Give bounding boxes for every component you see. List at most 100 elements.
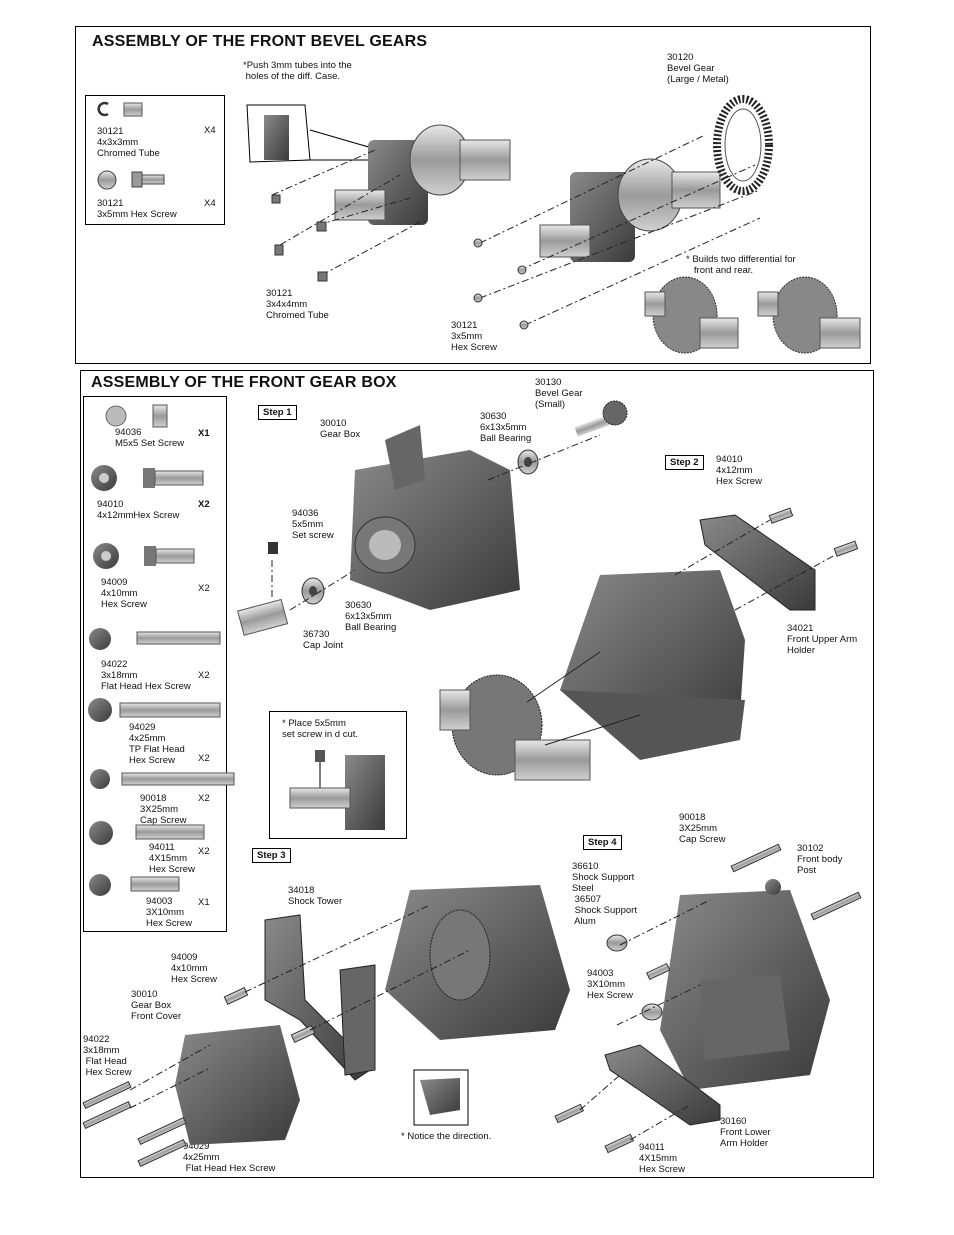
shock-support-label: 36610 Shock Support Steel 36507 Shock Su… [572,861,637,927]
part-qty: X2 [198,793,210,804]
step-3-badge: Step 3 [252,848,291,863]
tube-icon [97,101,143,117]
lower-arm-holder-icon [604,1044,721,1126]
screw-part-icon [473,293,483,303]
screw-part-icon [604,1133,635,1154]
bearing-icon [301,577,325,605]
part-code: 30121 [97,198,124,209]
screw-part-icon [137,1117,187,1145]
part-desc: 3x5mm Hex Screw [97,209,177,220]
tube-part-icon [274,244,284,256]
hex-4x10-label: 94009 4x10mm Hex Screw [171,952,217,985]
part-qty: X4 [204,125,216,136]
hex-screw-icon [97,170,165,190]
ball-bearing-top-label: 30630 6x13x5mm Ball Bearing [480,411,532,444]
diff-case-with-gear-icon [539,158,721,262]
chromed-tube-label: 30121 3x4x4mm Chromed Tube [266,288,329,321]
cap-screw-icon [90,769,235,789]
screw-part-icon [82,1081,132,1109]
tube-part-icon [316,221,327,232]
screw-part-icon [646,962,671,980]
bevel-gear-small-icon [574,400,628,437]
part-90018: 90018 3X25mm Cap Screw [140,793,187,826]
upper-arm-holder-icon [699,514,816,611]
diff-case-icon [334,124,511,225]
screw-part-icon [554,1103,585,1124]
part-qty: X2 [198,753,210,764]
set-screw-part-icon [268,542,278,554]
screw-part-icon [290,1025,316,1043]
part-qty: X1 [198,428,210,439]
body-post-icon [765,879,781,895]
part-94036: 94036 M5x5 Set Screw [115,427,185,449]
shock-tower-label: 34018 Shock Tower [288,885,343,907]
hex-screw-step2-label: 94010 4x12mm Hex Screw [716,454,762,487]
part-qty: X2 [198,583,210,594]
assembled-diff-icon [644,276,739,354]
set-screw-label: 94036 5x5mm Set screw [292,508,334,541]
diff-gear-assembly-icon [439,674,591,781]
tubes-note: *Push 3mm tubes into the holes of the di… [243,60,352,82]
step-2-badge: Step 2 [665,455,704,470]
gear-box-icon [350,425,520,610]
tube-part-icon [317,271,328,282]
part-desc: 4x3x3mm Chromed Tube [97,137,160,159]
body-post-label: 30102 Front body Post [797,843,843,876]
part-qty: X4 [204,198,216,209]
screw-part-icon [473,238,483,248]
hex-screw-icon [93,543,195,569]
bevel-parts-box [85,95,225,225]
flat-head-screw-icon [88,698,221,722]
cap-joint-icon [237,598,289,636]
magnify-callout-icon [246,104,373,163]
gear-box-step2-icon [560,570,745,760]
gear-box-label: 30010 Gear Box [320,418,361,440]
bearing-icon [517,449,539,475]
gear-box-cover-icon [175,1025,300,1145]
direction-inset-icon [413,1069,469,1126]
screw-part-icon [137,1139,187,1167]
hex-screw-icon [89,874,180,896]
hex-screw-icon [91,465,204,491]
screw-part-icon [519,320,529,330]
part-qty: X2 [198,670,210,681]
hex-screw-icon [89,821,205,845]
part-94009: 94009 4x10mm Hex Screw [101,577,147,610]
bevel-gears-panel [75,26,871,364]
part-94003: 94003 3X10mm Hex Screw [146,896,192,929]
set-screw-icon [105,404,168,428]
hex-screw-label: 30121 3x5mm Hex Screw [451,320,497,353]
tube-part-icon [271,194,281,204]
builds-note: * Builds two differential for front and … [686,254,796,276]
flat-4x25-label: 94029 4x25mm Flat Head Hex Screw [183,1141,276,1174]
gearbox-parts-box [83,396,227,932]
ball-bearing-mid-label: 30630 6x13x5mm Ball Bearing [345,600,397,633]
cap-joint-label: 36730 Cap Joint [303,629,344,651]
part-94029: 94029 4x25mm TP Flat Head Hex Screw [129,722,185,766]
upper-arm-holder-label: 34021 Front Upper Arm Holder [787,623,858,656]
lower-arm-holder-label: 30160 Front Lower Arm Holder [720,1116,771,1149]
bevel-gear-large-icon [713,95,773,195]
direction-note: * Notice the direction. [401,1131,492,1142]
cap-3x25-label: 90018 3X25mm Cap Screw [679,812,726,845]
gear-box-title: ASSEMBLY OF THE FRONT GEAR BOX [91,374,397,391]
bevel-gears-title: ASSEMBLY OF THE FRONT BEVEL GEARS [92,33,428,50]
screw-part-icon [223,987,249,1005]
setscrew-inset-icon [289,750,385,830]
flat-3x18-label: 94022 3x18mm Flat Head Hex Screw [83,1034,132,1078]
hex-4x15-label: 94011 4X15mm Hex Screw [639,1142,685,1175]
assembled-diff-icon [757,276,861,354]
setscrew-note: * Place 5x5mm set screw in d cut. [282,718,359,740]
gear-box-step3-icon [385,885,570,1040]
gear-box-step4-icon [660,890,830,1090]
part-94010: 94010 4x12mmHex Screw [97,499,180,521]
screw-part-icon [730,843,782,873]
bevel-gear-large-label: 30120 Bevel Gear (Large / Metal) [667,52,729,85]
step-1-badge: Step 1 [258,405,297,420]
part-qty: X2 [198,499,210,510]
part-code: 30121 [97,126,124,137]
screw-part-icon [810,891,862,921]
gear-box-cover-label: 30010 Gear Box Front Cover [131,989,182,1022]
part-94011: 94011 4X15mm Hex Screw [149,842,195,875]
